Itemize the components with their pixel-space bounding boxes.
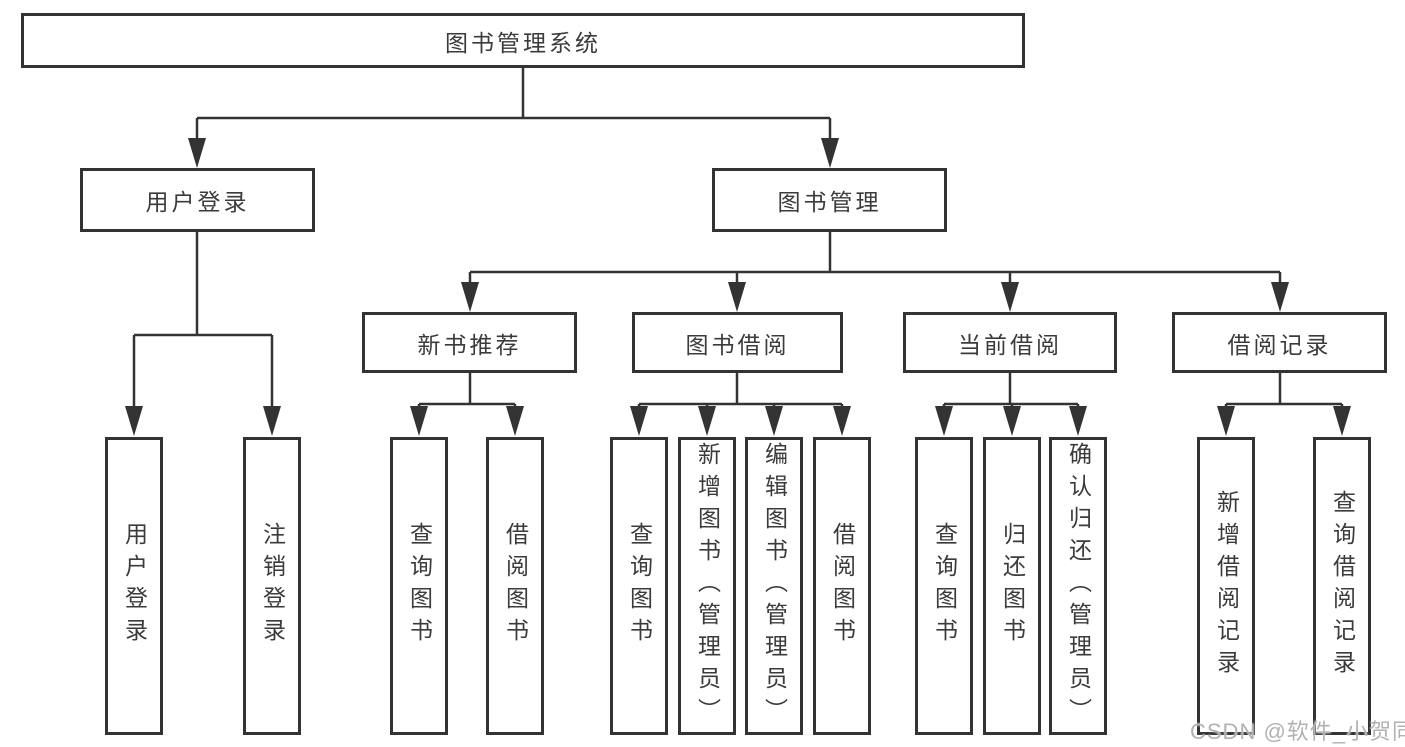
leaf-edit-books-admin: 编辑图书（管理员）	[745, 437, 803, 735]
leaf-logout: 注销登录	[243, 437, 301, 735]
leaf-current-query-books: 查询图书	[915, 437, 973, 735]
leaf-confirm-return-admin: 确认归还（管理员）	[1049, 437, 1107, 735]
leaf-add-borrow-record-label: 新增借阅记录	[1213, 490, 1240, 682]
leaf-recommend-query-books: 查询图书	[390, 437, 448, 735]
node-user-login-label: 用户登录	[145, 189, 250, 215]
connector-root-branch	[195, 68, 832, 142]
leaf-query-borrow-record-label: 查询借阅记录	[1329, 490, 1356, 682]
node-book-borrow-label: 图书借阅	[685, 331, 790, 358]
node-current-borrow-label: 当前借阅	[958, 331, 1062, 358]
node-user-login: 用户登录	[80, 168, 315, 232]
leaf-add-books-admin: 新增图书（管理员）	[678, 437, 736, 735]
node-book-borrow: 图书借阅	[632, 312, 843, 373]
leaf-add-borrow-record: 新增借阅记录	[1197, 437, 1255, 735]
leaf-recommend-borrow-books-label: 借阅图书	[502, 522, 529, 650]
leaf-confirm-return-admin-label: 确认归还（管理员）	[1065, 442, 1092, 730]
leaf-borrow-books-label: 借阅图书	[829, 522, 856, 650]
node-root-label: 图书管理系统	[445, 29, 601, 56]
node-borrow-records: 借阅记录	[1172, 312, 1387, 373]
arrowheads	[125, 138, 1351, 436]
node-borrow-records-label: 借阅记录	[1227, 331, 1332, 358]
leaf-borrow-query-books-label: 查询图书	[626, 522, 653, 650]
connector-current-branch	[942, 373, 1080, 410]
node-new-book-recommend-label: 新书推荐	[417, 331, 522, 358]
leaf-edit-books-admin-label: 编辑图书（管理员）	[761, 442, 788, 730]
leaf-user-login: 用户登录	[105, 437, 163, 735]
csdn-watermark: CSDN @软件_小贺同学	[1190, 719, 1405, 744]
node-book-mgmt: 图书管理	[712, 168, 947, 232]
leaf-borrow-query-books: 查询图书	[610, 437, 668, 735]
leaf-logout-label: 注销登录	[259, 522, 286, 650]
leaf-add-books-admin-label: 新增图书（管理员）	[694, 442, 721, 730]
node-root: 图书管理系统	[21, 13, 1025, 68]
connector-mgmt-branch	[468, 232, 1282, 284]
leaf-borrow-books: 借阅图书	[813, 437, 871, 735]
node-book-mgmt-label: 图书管理	[777, 189, 882, 215]
node-current-borrow: 当前借阅	[903, 312, 1117, 373]
connector-recommend-branch	[417, 373, 517, 410]
leaf-return-books: 归还图书	[983, 437, 1041, 735]
node-new-book-recommend: 新书推荐	[362, 312, 577, 373]
leaf-user-login-label: 用户登录	[121, 522, 148, 650]
leaf-return-books-label: 归还图书	[999, 522, 1026, 650]
connector-records-branch	[1224, 373, 1344, 410]
connector-borrow-branch	[637, 373, 844, 410]
connector-login-branch	[132, 232, 274, 408]
leaf-current-query-books-label: 查询图书	[931, 522, 958, 650]
leaf-query-borrow-record: 查询借阅记录	[1313, 437, 1371, 735]
leaf-recommend-query-books-label: 查询图书	[406, 522, 433, 650]
leaf-recommend-borrow-books: 借阅图书	[486, 437, 544, 735]
